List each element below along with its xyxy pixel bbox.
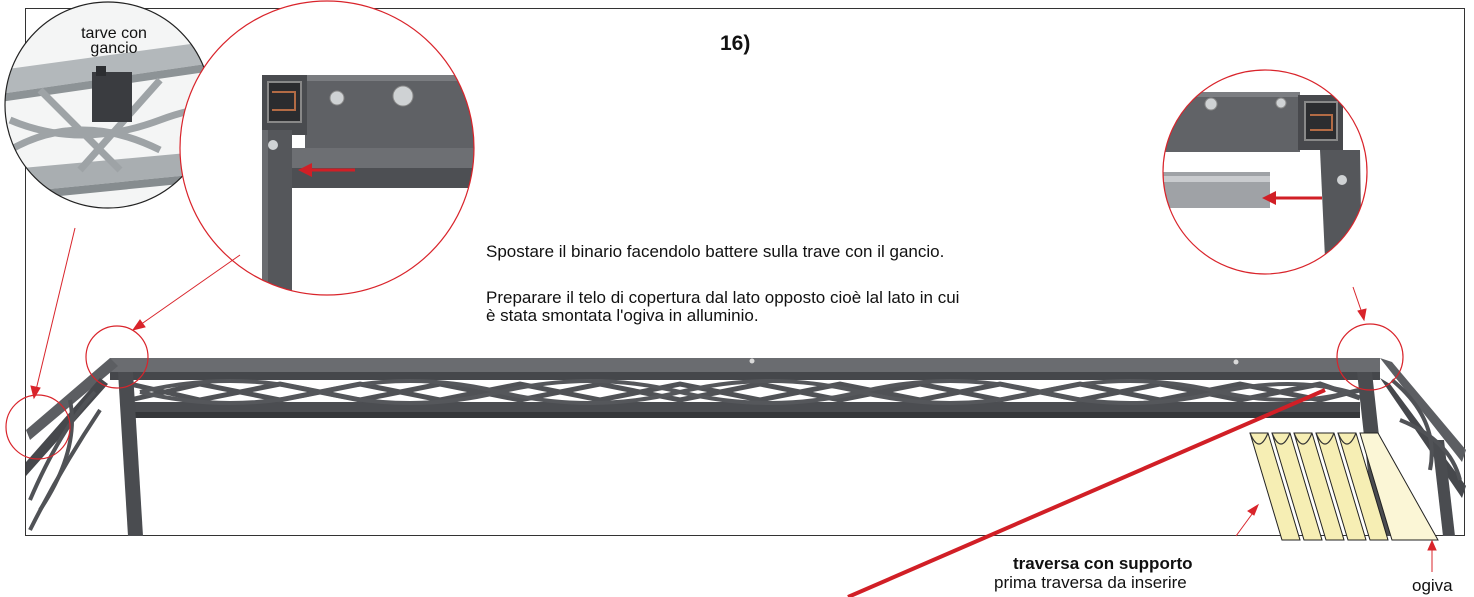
hook-pointer-arrowhead [30,385,41,400]
ogiva-panels [1249,432,1439,541]
instruction-line-3: è stata smontata l'ogiva in alluminio. [486,306,759,325]
right-pointer-line [1352,286,1363,314]
ogiva-pointer-arrowhead [1427,539,1437,551]
hook-pointer-line [35,227,76,391]
crossbar-label-subtitle: prima traversa da inserire [994,573,1187,592]
crossbar-pointer-arrowhead [1247,503,1260,516]
hook-beam-label-line-2: gancio [90,40,138,57]
instruction-line-1: Spostare il binario facendolo battere su… [486,242,945,261]
step-number: 16) [720,32,751,55]
hook-beam-label-line-1: tarve con [81,25,147,42]
right-corner-marker [1336,323,1404,391]
left-corner-detail-callout [179,0,475,296]
hook-beam-label: tarve con gancio [64,25,164,57]
left-pointer-arrowhead [131,319,146,331]
right-pointer-arrowhead [1357,308,1367,322]
ogiva-label: ogiva [1412,576,1453,595]
right-corner-detail-callout [1162,69,1368,275]
left-pointer-line [139,254,241,326]
crossbar-label-title: traversa con supporto [1013,554,1193,573]
left-corner-marker [85,325,149,389]
direction-line [847,388,1326,597]
instruction-line-2: Preparare il telo di copertura dal lato … [486,288,960,307]
hook-detail-callout [4,1,212,209]
crossbar-pointer-line [1235,509,1256,537]
hook-beam-marker [5,394,71,460]
